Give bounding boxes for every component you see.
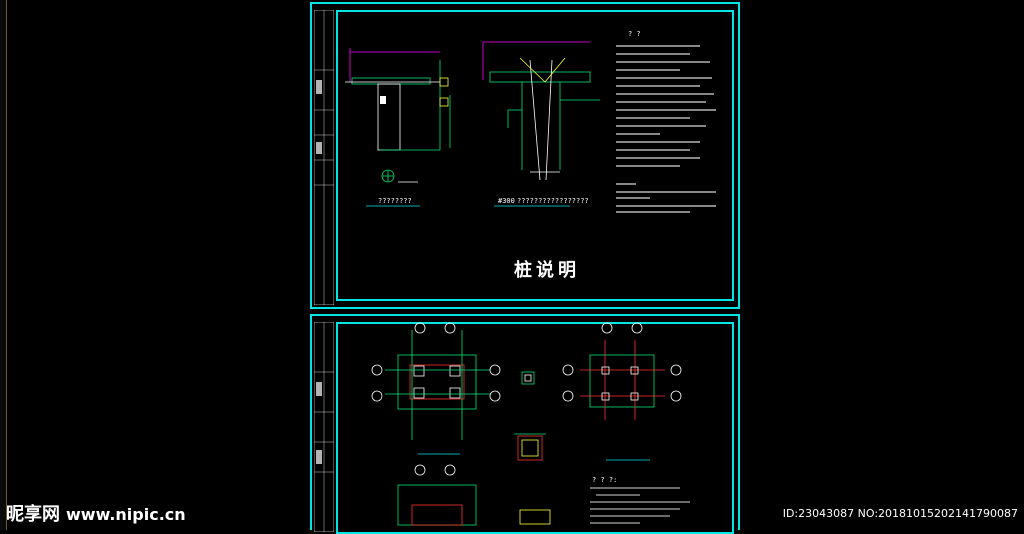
pile-connection-detail [482, 41, 600, 207]
sheet2-notes-header: ? ? ?: [592, 476, 617, 484]
detail2-caption: ????????????????? [517, 197, 589, 205]
sheet-title: 桩说明 [514, 260, 580, 281]
pile-cap-plan-2 [562, 322, 682, 461]
pile-head-detail [345, 48, 451, 207]
title-block-lines-2 [314, 322, 334, 532]
image-id-label: ID:23043087 NO:20181015202141790087 [782, 507, 1018, 520]
sheet-title-block [314, 10, 334, 305]
watermark-logo: 昵享网 [6, 504, 60, 525]
drawing-sheet-pile-notes [310, 2, 740, 309]
watermark-url: www.nipic.cn [66, 505, 186, 524]
small-details [514, 371, 546, 461]
detail1-caption: ???????? [378, 197, 412, 205]
title-block-lines [314, 10, 334, 305]
sheet-inner-border [336, 10, 734, 301]
detail2-prefix: #300 [498, 197, 515, 205]
pile-cap-plan-1 [371, 322, 501, 455]
notes-text-lines [616, 45, 716, 213]
watermark: 昵享网 www.nipic.cn [6, 500, 186, 526]
notes-header: ? ? [628, 30, 641, 38]
sheet-title-block-2 [314, 322, 334, 532]
window-left-border [0, 0, 7, 530]
pile-cap-plan-3 [397, 464, 551, 526]
sheet2-notes-lines [590, 487, 690, 524]
